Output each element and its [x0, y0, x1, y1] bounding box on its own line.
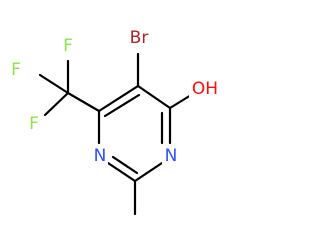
bromine-label: Br	[125, 26, 153, 48]
bond-n3-c2-double	[111, 155, 139, 175]
fluorine-top-symbol: F	[63, 36, 73, 56]
nitrogen-right-symbol: N	[165, 146, 178, 166]
bromine-symbol: Br	[130, 28, 149, 48]
bond-cf3-f-left	[38, 73, 70, 95]
nitrogen-right-label: N	[162, 144, 179, 166]
bond-n1-c2	[133, 161, 164, 183]
molecule-structure-diagram: Br OH N N F F F	[8, 26, 220, 216]
fluorine-left-symbol: F	[11, 60, 21, 80]
fluorine-top-label: F	[60, 35, 76, 57]
bond-cf3-f-bottom	[43, 91, 70, 117]
bond-c4-c5-double	[103, 93, 141, 118]
hydroxyl-label: OH	[189, 77, 220, 99]
fluorine-bottom-label: F	[26, 113, 42, 135]
hydroxyl-symbol: OH	[192, 79, 218, 99]
bond-n3-c2	[106, 161, 137, 183]
bond-c5-c6	[136, 84, 172, 110]
nitrogen-left-symbol: N	[94, 146, 107, 166]
nitrogen-left-label: N	[91, 144, 108, 166]
bond-c4-c5	[97, 84, 140, 113]
bond-c4-cf3	[66, 91, 101, 113]
fluorine-bottom-symbol: F	[29, 114, 39, 134]
fluorine-left-label: F	[8, 59, 24, 81]
